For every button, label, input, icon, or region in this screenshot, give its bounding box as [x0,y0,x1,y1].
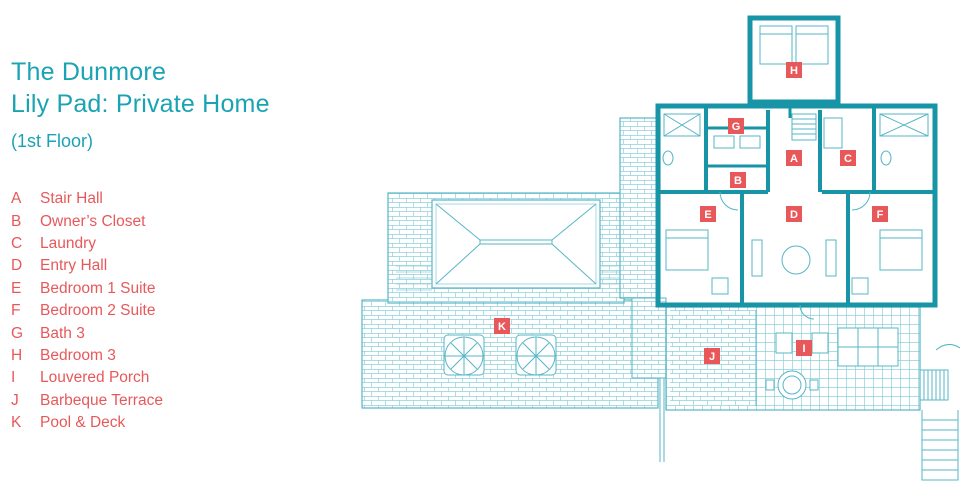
legend-item-j: J Barbeque Terrace [11,390,163,412]
legend-label: Entry Hall [40,257,108,275]
legend-item-d: D Entry Hall [11,255,163,277]
legend-key: H [11,346,23,364]
legend-item-h: H Bedroom 3 [11,345,163,367]
room-tag-a: A [786,150,802,166]
legend-label: Bedroom 3 [40,346,116,364]
room-tag-d: D [786,206,802,222]
room-tag-label: F [877,209,884,221]
legend-key: E [11,279,22,297]
room-legend: A Stair Hall B Owner’s Closet C Laundry D En… [11,188,163,434]
title-line-2: Lily Pad: Private Home [11,90,270,118]
umbrella-icon [515,334,557,376]
title-line-1: The Dunmore [11,58,167,86]
legend-item-i: I Louvered Porch [11,367,163,389]
room-tag-label: H [790,65,798,77]
legend-item-a: A Stair Hall [11,188,163,210]
legend-label: Pool & Deck [40,414,126,432]
legend-key: F [11,302,21,320]
legend-label: Bedroom 2 Suite [40,302,156,320]
room-tag-c: C [840,150,856,166]
legend-label: Stair Hall [40,190,103,208]
room-tag-label: I [802,343,805,355]
room-tag-i: I [796,340,812,356]
interior-details [662,25,929,320]
legend-key: K [11,414,22,432]
room-tag-label: D [790,209,798,221]
legend-key: G [11,324,24,342]
legend-item-c: C Laundry [11,233,163,255]
room-tag-label: G [732,121,741,133]
house-walls [655,15,938,308]
room-tag-label: E [704,209,711,221]
room-tag-e: E [700,206,716,222]
room-tag-b: B [730,172,746,188]
legend-item-e: E Bedroom 1 Suite [11,278,163,300]
umbrella-icon [443,334,485,376]
pool-deck-area [361,117,667,409]
room-tag-k: K [494,318,510,334]
room-tag-h: H [786,62,802,78]
room-tag-label: K [498,321,506,333]
legend-item-g: G Bath 3 [11,322,163,344]
legend-item-f: F Bedroom 2 Suite [11,300,163,322]
legend-key: I [11,369,16,387]
legend-label: Bath 3 [40,324,85,342]
legend-item-k: K Pool & Deck [11,412,163,434]
room-tag-j: J [704,348,720,364]
legend-item-b: B Owner’s Closet [11,210,163,232]
legend-label: Laundry [40,234,97,252]
room-tag-label: B [734,175,742,187]
legend-label: Bedroom 1 Suite [40,279,156,297]
legend-key: C [11,234,23,252]
legend-label: Barbeque Terrace [40,391,163,409]
room-tag-label: C [844,153,852,165]
room-tag-label: J [709,351,715,363]
legend-label: Owner’s Closet [40,212,146,230]
room-tag-f: F [872,206,888,222]
legend-label: Louvered Porch [40,369,150,387]
room-tag-g: G [728,118,744,134]
floor-subtitle: (1st Floor) [11,131,94,151]
legend-key: A [11,190,22,208]
legend-key: D [11,257,23,275]
legend-key: B [11,212,22,230]
legend-key: J [11,391,19,409]
terrace-porch-area [659,306,960,481]
room-tag-label: A [790,153,798,165]
